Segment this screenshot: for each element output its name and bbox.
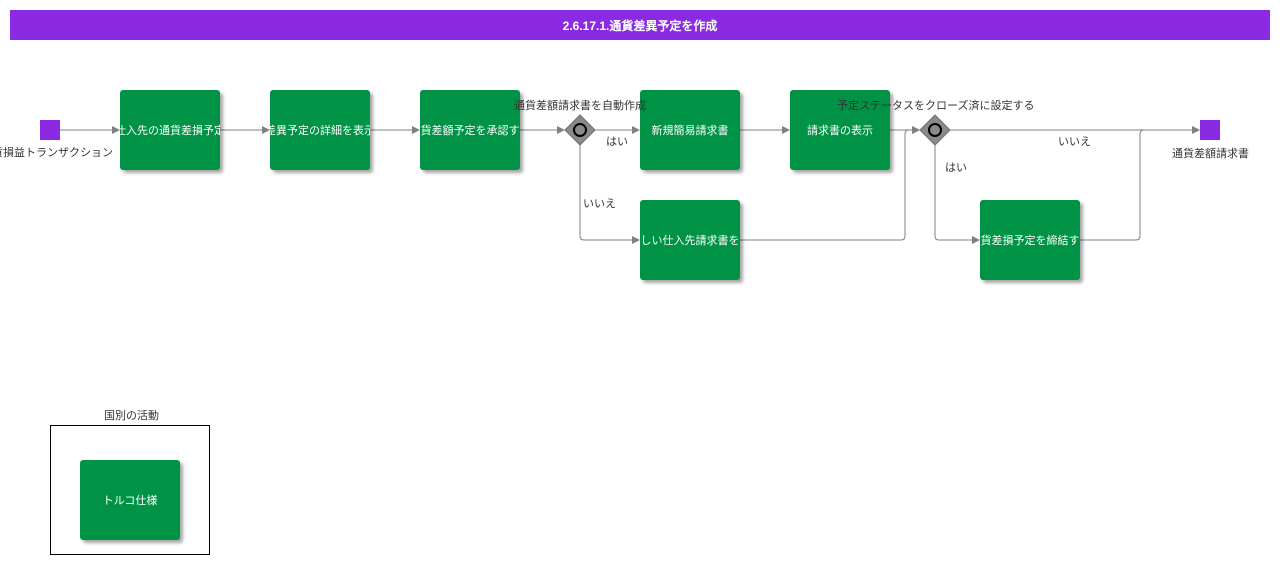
gateway-1-label: 通貨差額請求書を自動作成: [514, 99, 646, 112]
gateway-1-yes-label: はい: [606, 135, 628, 148]
start-event-label: 貨損益トランザクション: [0, 146, 113, 159]
end-event-label: 通貨差額請求書: [1172, 147, 1249, 160]
task-label: 請求書の表示: [807, 124, 873, 137]
legend-box: [50, 425, 210, 555]
legend-item-label: トルコ仕様: [102, 494, 158, 507]
gateway-2-no-label: いいえ: [1058, 135, 1091, 148]
task-label: 仕入先の通貨差損予定: [120, 124, 220, 137]
task-label: しい仕入先請求書を: [640, 234, 740, 247]
flow-task7-to-end: [1080, 126, 1200, 241]
task-new-vendor-invoice[interactable]: しい仕入先請求書を: [640, 200, 740, 280]
gateway-1: [564, 114, 596, 146]
legend-turkey-specific: トルコ仕様: [80, 460, 180, 540]
task-close-currency-loss-plan[interactable]: 貨差損予定を締結す: [980, 200, 1080, 280]
task-vendor-currency-loss-plan[interactable]: 仕入先の通貨差損予定: [120, 90, 220, 170]
gateway-2: [919, 114, 951, 146]
gateway-circle-icon: [573, 123, 587, 137]
gateway-2-yes-label: はい: [945, 161, 967, 174]
task-label: 差異予定の詳細を表示: [270, 124, 370, 137]
task-label: 貨差損予定を締結す: [980, 234, 1080, 247]
gateway-1-no-label: いいえ: [583, 197, 616, 210]
task-label: 貨差額予定を承認す: [420, 124, 520, 137]
task-approve-currency-diff-plan[interactable]: 貨差額予定を承認す: [420, 90, 520, 170]
task-label: 新規簡易請求書: [651, 124, 729, 137]
task-new-simple-invoice[interactable]: 新規簡易請求書: [640, 90, 740, 170]
end-event[interactable]: [1200, 120, 1220, 140]
gateway-2-label: 予定ステータスをクローズ済に設定する: [837, 99, 1035, 112]
gateway-circle-icon: [928, 123, 942, 137]
flow-gateway2-yes: [934, 145, 980, 244]
start-event[interactable]: [40, 120, 60, 140]
task-show-invoice[interactable]: 請求書の表示: [790, 90, 890, 170]
flow-task6-to-merge: [740, 126, 920, 241]
legend-title: 国別の活動: [104, 409, 159, 422]
task-show-variance-details[interactable]: 差異予定の詳細を表示: [270, 90, 370, 170]
flow-gateway1-no: [579, 145, 640, 244]
page-title: 2.6.17.1.通貨差異予定を作成: [10, 10, 1270, 40]
